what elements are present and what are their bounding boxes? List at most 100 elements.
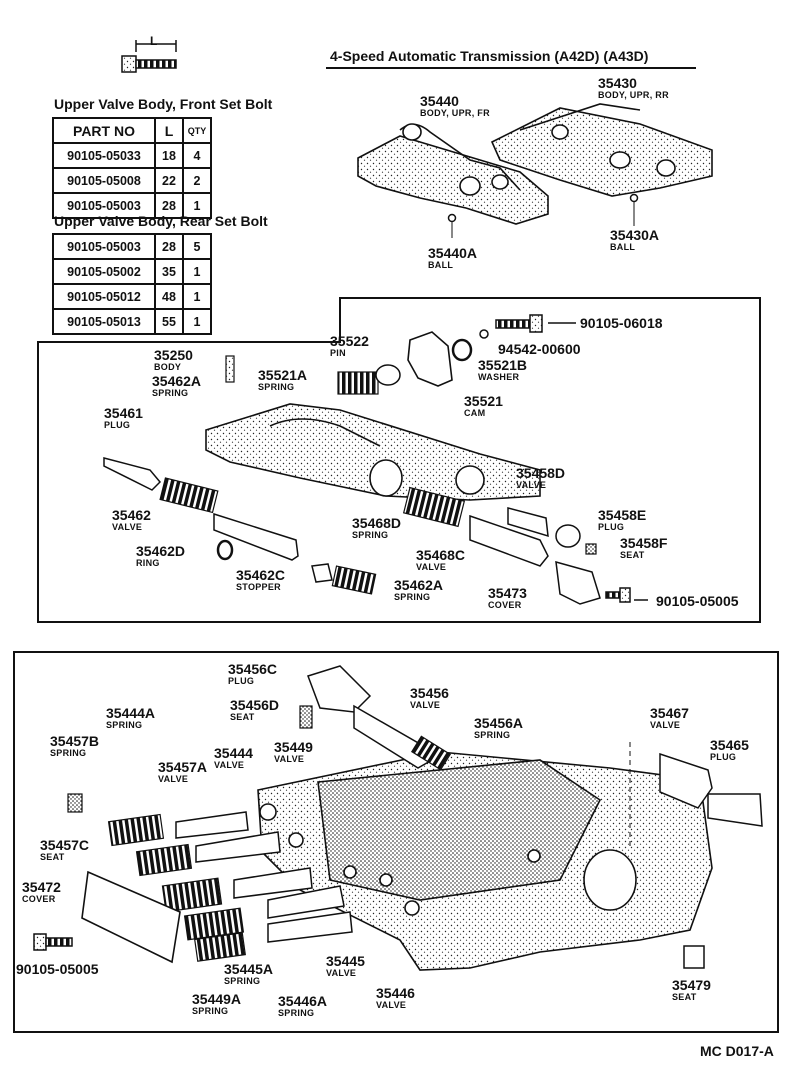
pin-35522 [375, 364, 401, 386]
col-qty: QTY [182, 117, 212, 144]
part-description: SPRING [224, 976, 261, 986]
part-number: 35473 [488, 585, 527, 601]
part-description: SEAT [40, 852, 65, 862]
part-number: 35456D [230, 697, 280, 713]
part-number: 35446A [278, 993, 328, 1009]
part-number: 35462A [394, 577, 444, 593]
qty-cell: 1 [182, 258, 212, 285]
seat-35458F [585, 543, 597, 555]
length-cell: 28 [154, 233, 184, 260]
part-number: 35457B [50, 733, 100, 749]
part-description: SEAT [620, 550, 645, 560]
plug-35456C [307, 665, 372, 713]
body-35250 [225, 355, 235, 383]
part-number: 35440A [428, 245, 478, 261]
part-number: 35430A [610, 227, 660, 243]
part-description: SEAT [230, 712, 255, 722]
length-cell: 55 [154, 308, 184, 335]
part-description: BODY, UPR, RR [598, 90, 669, 100]
rear-bolt-table-title: Upper Valve Body, Rear Set Bolt [54, 213, 268, 229]
qty-cell: 1 [182, 308, 212, 335]
part-number: 35458D [516, 465, 566, 481]
qty-cell: 1 [182, 192, 212, 219]
part-number: 35458E [598, 507, 647, 523]
cover-35473 [555, 560, 601, 605]
spring-35457B [107, 813, 165, 847]
bolt-90105-05005-lower [33, 933, 73, 951]
part-description: COVER [22, 894, 56, 904]
part-callout-90105-05005b: 90105-05005 [16, 962, 99, 976]
qty-cell: 1 [182, 283, 212, 310]
part-description: VALVE [650, 720, 681, 730]
plug-35465 [707, 793, 763, 827]
part-description: SPRING [474, 730, 511, 740]
part-description: BODY, UPR, FR [420, 108, 490, 118]
length-cell: 48 [154, 283, 184, 310]
part-description: SPRING [258, 382, 295, 392]
part-description: SPRING [50, 748, 87, 758]
spring-35456A [410, 735, 452, 771]
part-number: 35521B [478, 357, 528, 373]
part-description: RING [136, 558, 160, 568]
col-part-no: PART NO [52, 117, 156, 144]
diagram-code: MC D017-A [700, 1043, 774, 1059]
part-description: VALVE [376, 1000, 407, 1010]
part-description: VALVE [214, 760, 245, 770]
length-cell: 35 [154, 258, 184, 285]
part-number: 35462D [136, 543, 186, 559]
middle-frame [37, 297, 761, 623]
part-description: PLUG [598, 522, 625, 532]
part-description: PLUG [228, 676, 255, 686]
part-description: VALVE [326, 968, 357, 978]
length-cell: 18 [154, 142, 184, 169]
part-no-cell: 90105-05012 [52, 283, 156, 310]
ball-35430A [629, 193, 639, 203]
part-number: 35456 [410, 685, 449, 701]
length-cell: 22 [154, 167, 184, 194]
part-description: VALVE [112, 522, 143, 532]
part-description: VALVE [516, 480, 547, 490]
part-number: 35446 [376, 985, 415, 1001]
spring-35446A [194, 932, 246, 962]
bolt-90105-06018 [495, 314, 576, 333]
part-number: 35430 [598, 75, 637, 91]
upper-valve-body-rear [490, 103, 713, 197]
part-number: 35468C [416, 547, 466, 563]
page-title: 4-Speed Automatic Transmission (A42D) (A… [330, 48, 649, 64]
part-number: 35465 [710, 737, 749, 753]
seat-35457C [67, 793, 83, 813]
part-description: BALL [428, 260, 454, 270]
part-description: SPRING [278, 1008, 315, 1018]
spring-35449A [161, 877, 223, 913]
part-no-cell: 90105-05003 [52, 233, 156, 260]
part-description: VALVE [416, 562, 447, 572]
spring-35445A [183, 907, 245, 941]
part-description: VALVE [158, 774, 189, 784]
part-number: 35445 [326, 953, 365, 969]
lower-frame [13, 651, 779, 1033]
part-callout-94542-00600: 94542-00600 [498, 342, 581, 356]
part-no-cell: 90105-05003 [52, 192, 156, 219]
part-number: 90105-05005 [16, 961, 99, 977]
part-number: 35440 [420, 93, 459, 109]
